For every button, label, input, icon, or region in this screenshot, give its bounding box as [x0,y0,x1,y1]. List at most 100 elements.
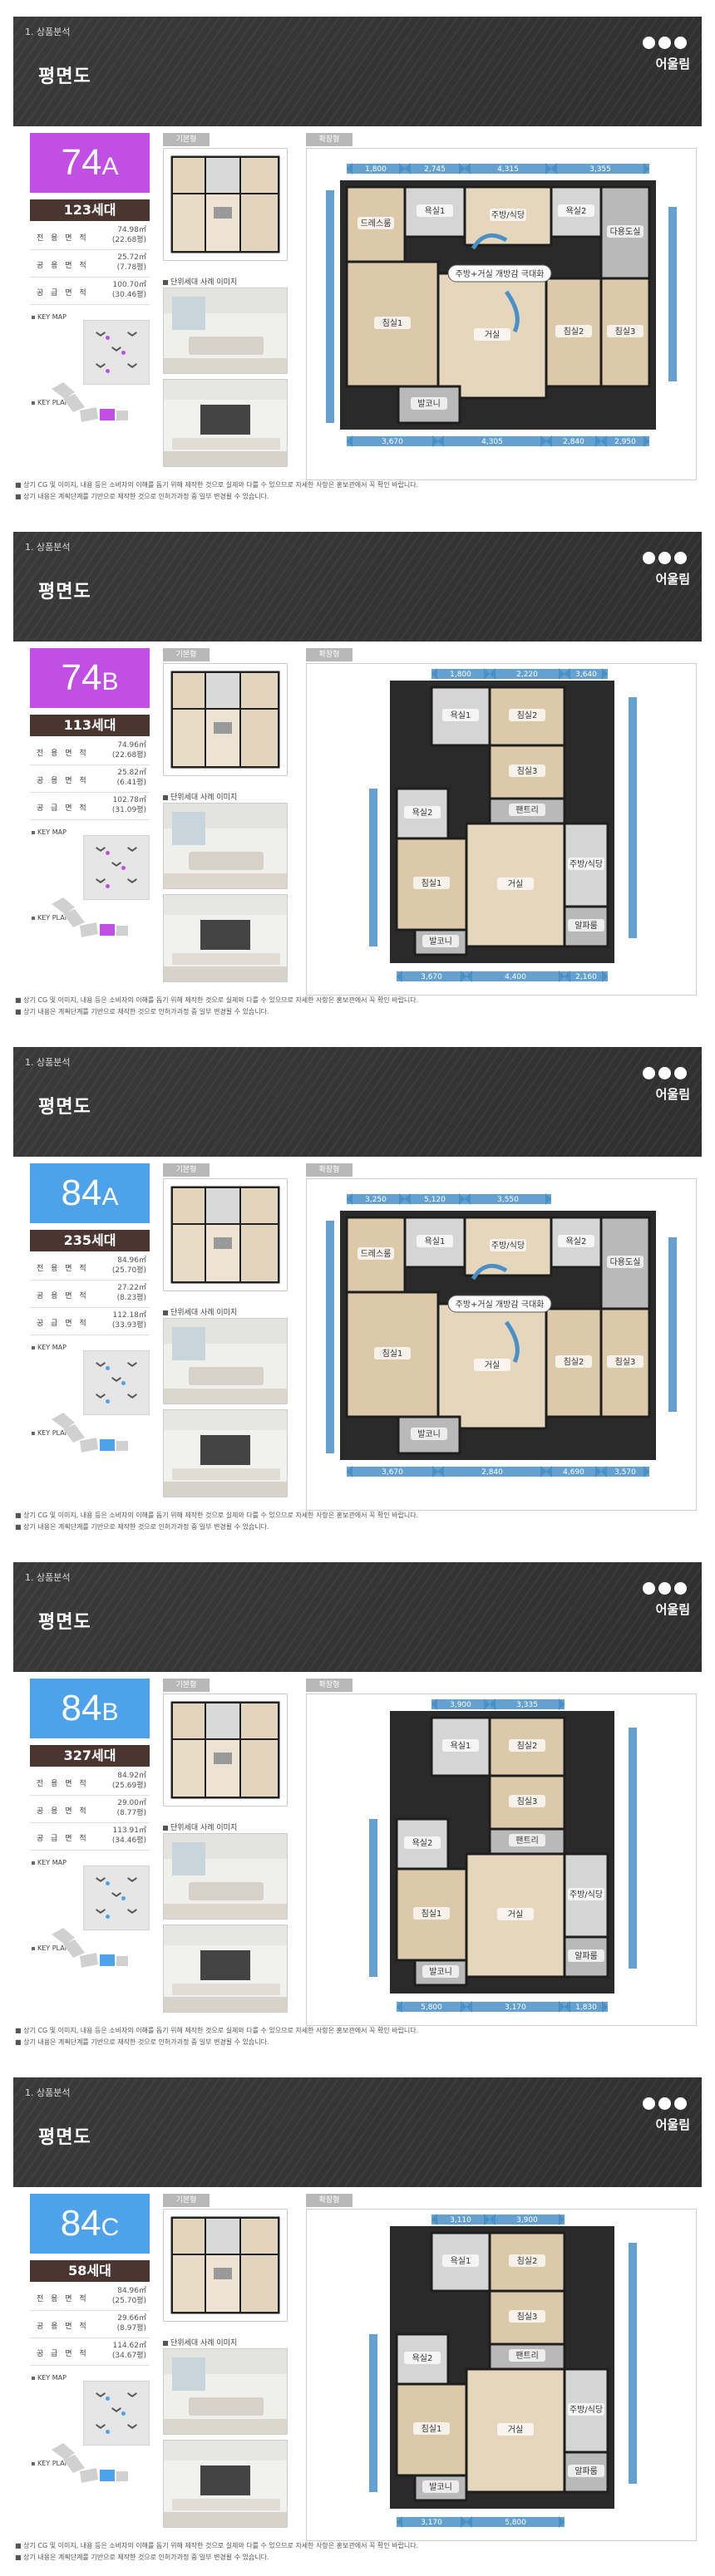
dimension-arrow-icon [490,1698,496,1710]
dimension-arrow-icon [466,2001,472,2013]
dimension-arrow-icon [559,1698,565,1710]
room-tag [374,1347,411,1359]
dimension-arrow-icon [369,1819,377,1977]
unit-type-badge: 84C [30,2194,150,2254]
exclusive-area-py: (22.68평) [111,751,146,760]
chevron-icon [96,878,106,884]
supply-area-label: 공 급 면 적 [37,1835,89,1843]
bath2-label: 욕실2 [412,1838,433,1848]
keymap-highlight [106,1881,110,1885]
unit-type-number: 74 [61,142,102,183]
header-subtitle: 1. 상품분석 [25,27,71,37]
room-tag [413,877,450,889]
dimension-arrow-icon [602,2001,608,2013]
supply-area-m2: 114.62㎡ [112,2342,147,2350]
chevron-icon [96,362,106,369]
bed1-label: 침실1 [422,1909,442,1919]
chevron-icon [96,1908,106,1915]
common-area-m2: 25.82㎡ [117,769,146,777]
dimension-label: 2,950 [614,438,636,446]
chevron-icon [127,1908,137,1915]
exclusive-area-m2: 74.98㎡ [117,226,146,234]
chevron-icon [111,1891,121,1898]
disclaimer-note-2: 상기 내용은 계획단계를 기반으로 제작한 것으로 인허가과정 중 일부 변경될… [15,492,269,501]
room-tag [358,1247,394,1260]
keymap-highlight [106,884,110,888]
interior-photo-living [163,1318,288,1404]
dimension-label: 2,160 [575,973,597,981]
laundry-label: 다용도실 [610,227,641,237]
disclaimer-note-2: 상기 내용은 계획단계를 기반으로 제작한 것으로 인허가과정 중 일부 변경될… [15,1522,269,1531]
dimension-label: 4,305 [481,438,503,446]
floorplan-section-74a: 1. 상품분석 평면도 어울림 74A 123세대 전 용 면 적 74.98㎡… [0,0,715,515]
bed3-label: 침실3 [615,1357,636,1367]
interior-caption: 단위세대 사례 이미지 [163,1306,237,1317]
dimension-label: 3,670 [421,973,442,981]
living-label: 거실 [508,2425,523,2435]
chevron-icon [96,846,106,853]
common-area-row: 공 용 면 적 29.66㎡(8.97평) [30,2311,150,2338]
unit-type-badge: 84B [30,1679,150,1738]
exclusive-area-row: 전 용 면 적 74.96㎡(22.68평) [30,738,150,765]
household-count: 123세대 [30,199,150,221]
dimension-arrow-icon [347,163,353,175]
chevron-icon [127,846,137,853]
exclusive-area-label: 전 용 면 적 [37,1265,89,1273]
keymap-diagram [83,320,150,385]
dimension-arrow-icon [466,2002,565,2012]
common-area-label: 공 용 면 적 [37,2323,89,2331]
dimension-arrow-icon [559,668,565,680]
dimension-arrow-icon [397,2001,402,2013]
dimension-arrow-icon [466,971,472,982]
dimension-arrow-icon [559,2001,565,2013]
room-tag [509,2349,545,2362]
exclusive-area-label: 전 용 면 적 [37,234,89,243]
chevron-icon [96,331,106,337]
dimension-label: 1,830 [575,2003,597,2012]
dimension-arrow-icon [565,2002,608,2012]
keyplan-diagram [52,1928,128,1968]
room-tag [568,2403,604,2416]
unit-type-letter: B [101,668,119,696]
section-header: 1. 상품분석 평면도 어울림 [13,1047,702,1157]
dimension-arrow-icon [601,1467,649,1477]
dimension-arrow-icon [565,2001,570,2013]
dimension-arrow-icon [644,435,649,447]
dimension-label: 2,220 [516,671,538,679]
room-tag [568,919,604,932]
dimension-arrow-icon [602,668,608,680]
header-subtitle: 1. 상품분석 [25,2087,71,2098]
dimension-arrow-icon [546,435,552,447]
room-tag [607,1355,644,1368]
brand-logo: 어울림 [635,550,693,597]
exclusive-area-row: 전 용 면 적 84.92㎡(25.69평) [30,1768,150,1796]
dimension-arrow-icon [540,1466,546,1477]
header-title: 평면도 [38,66,91,87]
dimension-arrow-icon [540,435,546,447]
room-tag [497,2423,534,2436]
common-area-m2: 25.72㎡ [117,253,146,262]
room-tag [422,1965,459,1978]
keymap-label: KEY MAP [32,828,67,836]
living-label: 거실 [485,1360,500,1370]
dimension-arrow-icon [629,2243,637,2484]
dimension-arrow-icon [644,1466,649,1477]
bed2-label: 침실2 [517,1741,538,1751]
dimension-arrow-icon [399,1193,405,1205]
chevron-icon [127,1393,137,1399]
supply-area-row: 공 급 면 적 113.91㎡(34.46평) [30,1823,150,1851]
logo-dots-icon [643,37,687,49]
balcony-label: 발코니 [417,1429,441,1439]
dimension-arrow-icon [551,163,557,175]
dimension-arrow-icon [432,435,438,447]
flow-arrow-icon [471,1263,508,1281]
interior-caption: 단위세대 사례 이미지 [163,2337,237,2347]
room-tag [490,1239,526,1251]
keyplan-label: KEY PLAN [32,399,70,406]
dimension-arrow-icon [466,971,565,981]
room-tag [417,204,453,217]
bath1-label: 욕실1 [425,1236,446,1246]
